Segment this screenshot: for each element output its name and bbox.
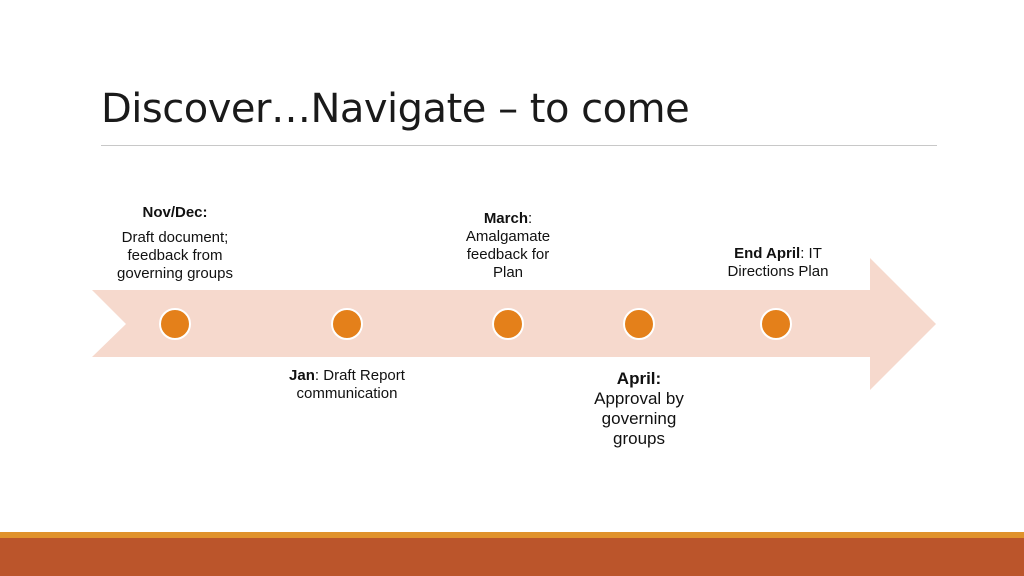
milestone-label: March bbox=[483, 210, 528, 227]
timeline-dot-nov-dec bbox=[159, 308, 191, 340]
milestone-text: : Draft Report communication bbox=[296, 367, 405, 402]
milestone-text: : Amalgamate feedback for Plan bbox=[465, 210, 551, 281]
milestone-label: End April bbox=[734, 245, 801, 262]
milestone-jan: Jan: Draft Report communication bbox=[272, 367, 422, 403]
milestone-text: Draft document; feedback from governing … bbox=[117, 229, 233, 282]
footer-accent-stripe bbox=[0, 532, 1024, 538]
milestone-label: April: bbox=[616, 369, 662, 388]
milestone-april: April: Approval by governing groups bbox=[592, 369, 686, 449]
timeline-dot-jan bbox=[331, 308, 363, 340]
milestone-march: March: Amalgamate feedback for Plan bbox=[450, 210, 566, 282]
milestone-label: Jan bbox=[289, 367, 315, 384]
milestone-text: Approval by governing groups bbox=[594, 389, 684, 448]
milestone-label: Nov/Dec: bbox=[142, 204, 208, 221]
slide-title: Discover…Navigate – to come bbox=[101, 86, 690, 132]
milestone-nov-dec: Nov/Dec: Draft document; feedback from g… bbox=[95, 204, 255, 283]
milestone-text: : IT Directions Plan bbox=[727, 245, 829, 280]
milestone-end-april: End April: IT Directions Plan bbox=[700, 245, 856, 281]
timeline-dot-march bbox=[492, 308, 524, 340]
timeline-dot-april bbox=[623, 308, 655, 340]
timeline-dot-end-april bbox=[760, 308, 792, 340]
title-divider bbox=[101, 145, 937, 146]
footer-bar bbox=[0, 538, 1024, 576]
